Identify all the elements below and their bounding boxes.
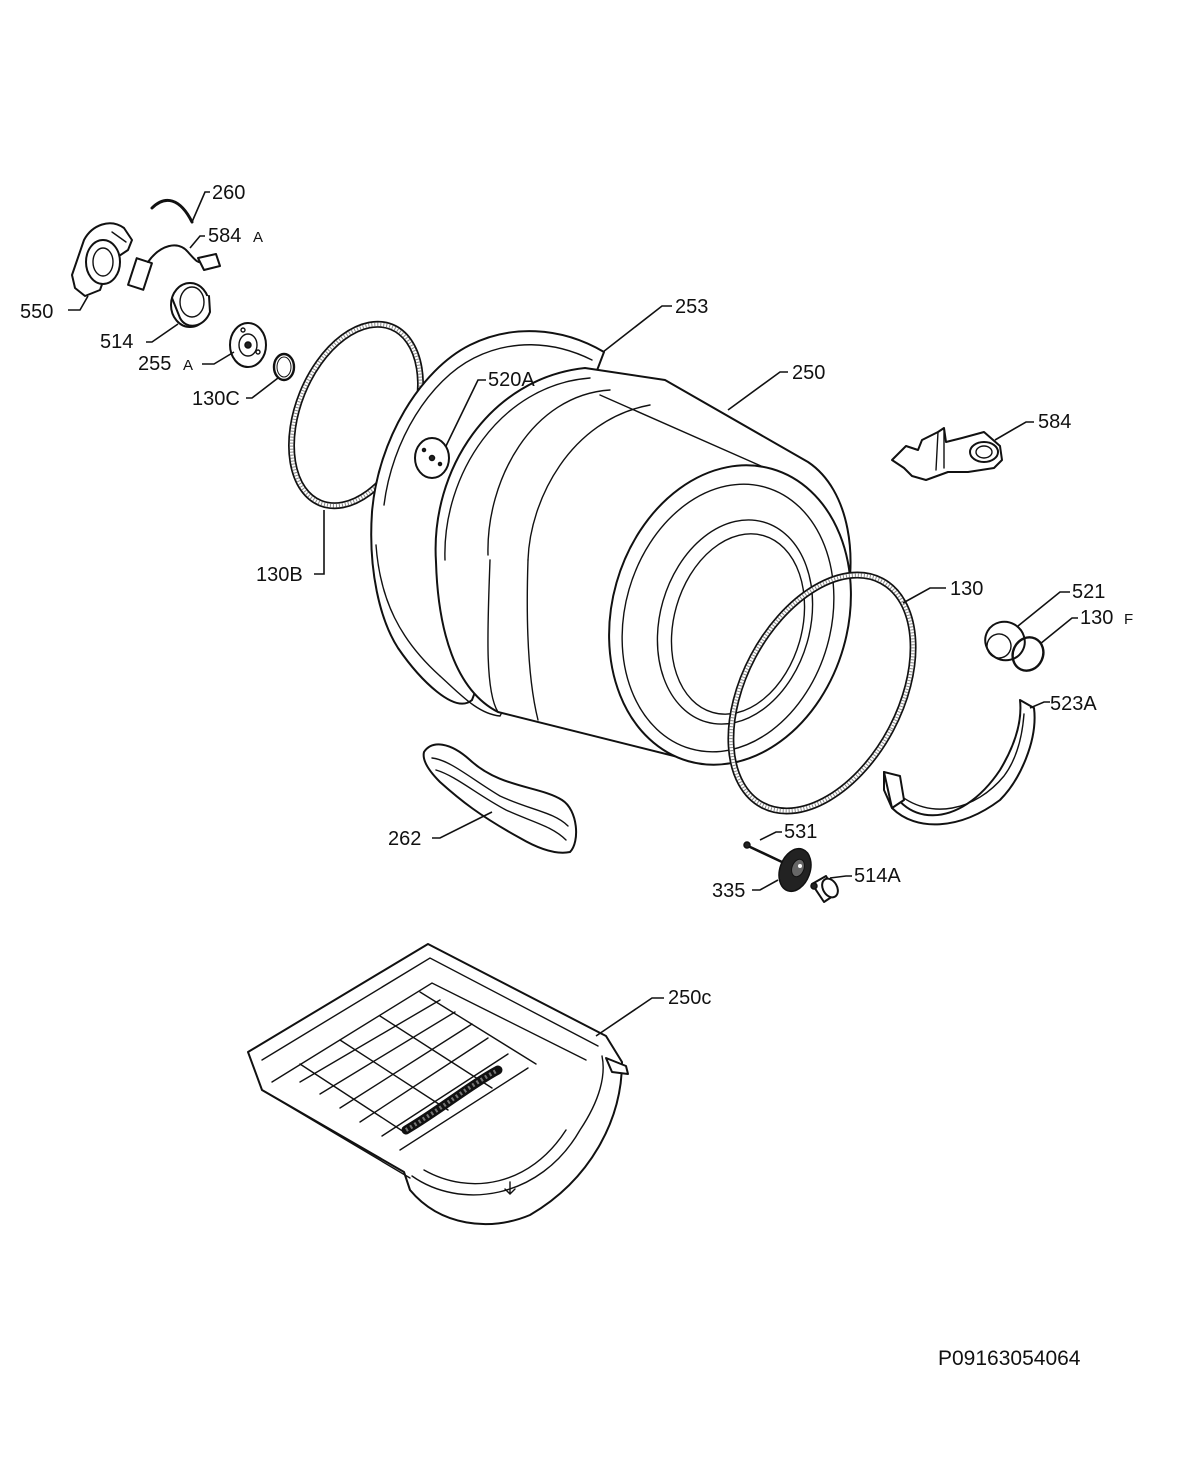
part-550-bearing-bracket bbox=[68, 222, 133, 311]
part-520a-disc bbox=[414, 379, 486, 479]
label-130f-suffix: F bbox=[1124, 611, 1133, 628]
label-335: 335 bbox=[712, 880, 745, 902]
label-255a-suffix: A bbox=[183, 357, 193, 374]
label-523a: 523A bbox=[1050, 693, 1097, 715]
label-550: 550 bbox=[20, 301, 53, 323]
reference-code: P09163054064 bbox=[938, 1347, 1081, 1370]
label-130c: 130C bbox=[192, 388, 240, 410]
part-523a-arc-strip bbox=[883, 699, 1050, 826]
label-253: 253 bbox=[675, 296, 708, 318]
part-521-cap bbox=[984, 591, 1070, 662]
label-130f: 130 bbox=[1080, 607, 1113, 629]
part-255a-flange bbox=[202, 322, 267, 368]
label-514: 514 bbox=[100, 331, 133, 353]
label-521: 521 bbox=[1072, 581, 1105, 603]
part-262-felt-strip bbox=[422, 743, 578, 854]
label-584a-suffix: A bbox=[253, 229, 263, 246]
label-262: 262 bbox=[388, 828, 421, 850]
callout-labels: 260 584 A 550 514 255 A 130C 253 520A 25… bbox=[20, 182, 1133, 1009]
part-514-bushing bbox=[146, 282, 211, 343]
part-130c-oring bbox=[246, 352, 296, 399]
label-255a: 255 bbox=[138, 353, 171, 375]
label-260: 260 bbox=[212, 182, 245, 204]
part-130-front-seal bbox=[727, 571, 946, 815]
part-130f-oring bbox=[1011, 617, 1078, 672]
label-130: 130 bbox=[950, 578, 983, 600]
part-335-roller bbox=[752, 847, 812, 893]
part-584-sensor-holder bbox=[891, 421, 1034, 481]
label-584: 584 bbox=[1038, 411, 1071, 433]
label-130b: 130B bbox=[256, 564, 303, 586]
label-514a: 514A bbox=[854, 865, 901, 887]
label-520a: 520A bbox=[488, 369, 535, 391]
part-514a-bushing bbox=[810, 875, 852, 903]
part-260-strap bbox=[150, 191, 210, 224]
part-250-drum bbox=[434, 367, 852, 766]
part-531-screw bbox=[743, 831, 784, 864]
label-250c: 250c bbox=[668, 987, 711, 1009]
part-584a-sensor-wire bbox=[127, 235, 221, 291]
label-250: 250 bbox=[792, 362, 825, 384]
part-250c-filter-basket bbox=[247, 943, 664, 1226]
label-584a: 584 bbox=[208, 225, 241, 247]
label-531: 531 bbox=[784, 821, 817, 843]
